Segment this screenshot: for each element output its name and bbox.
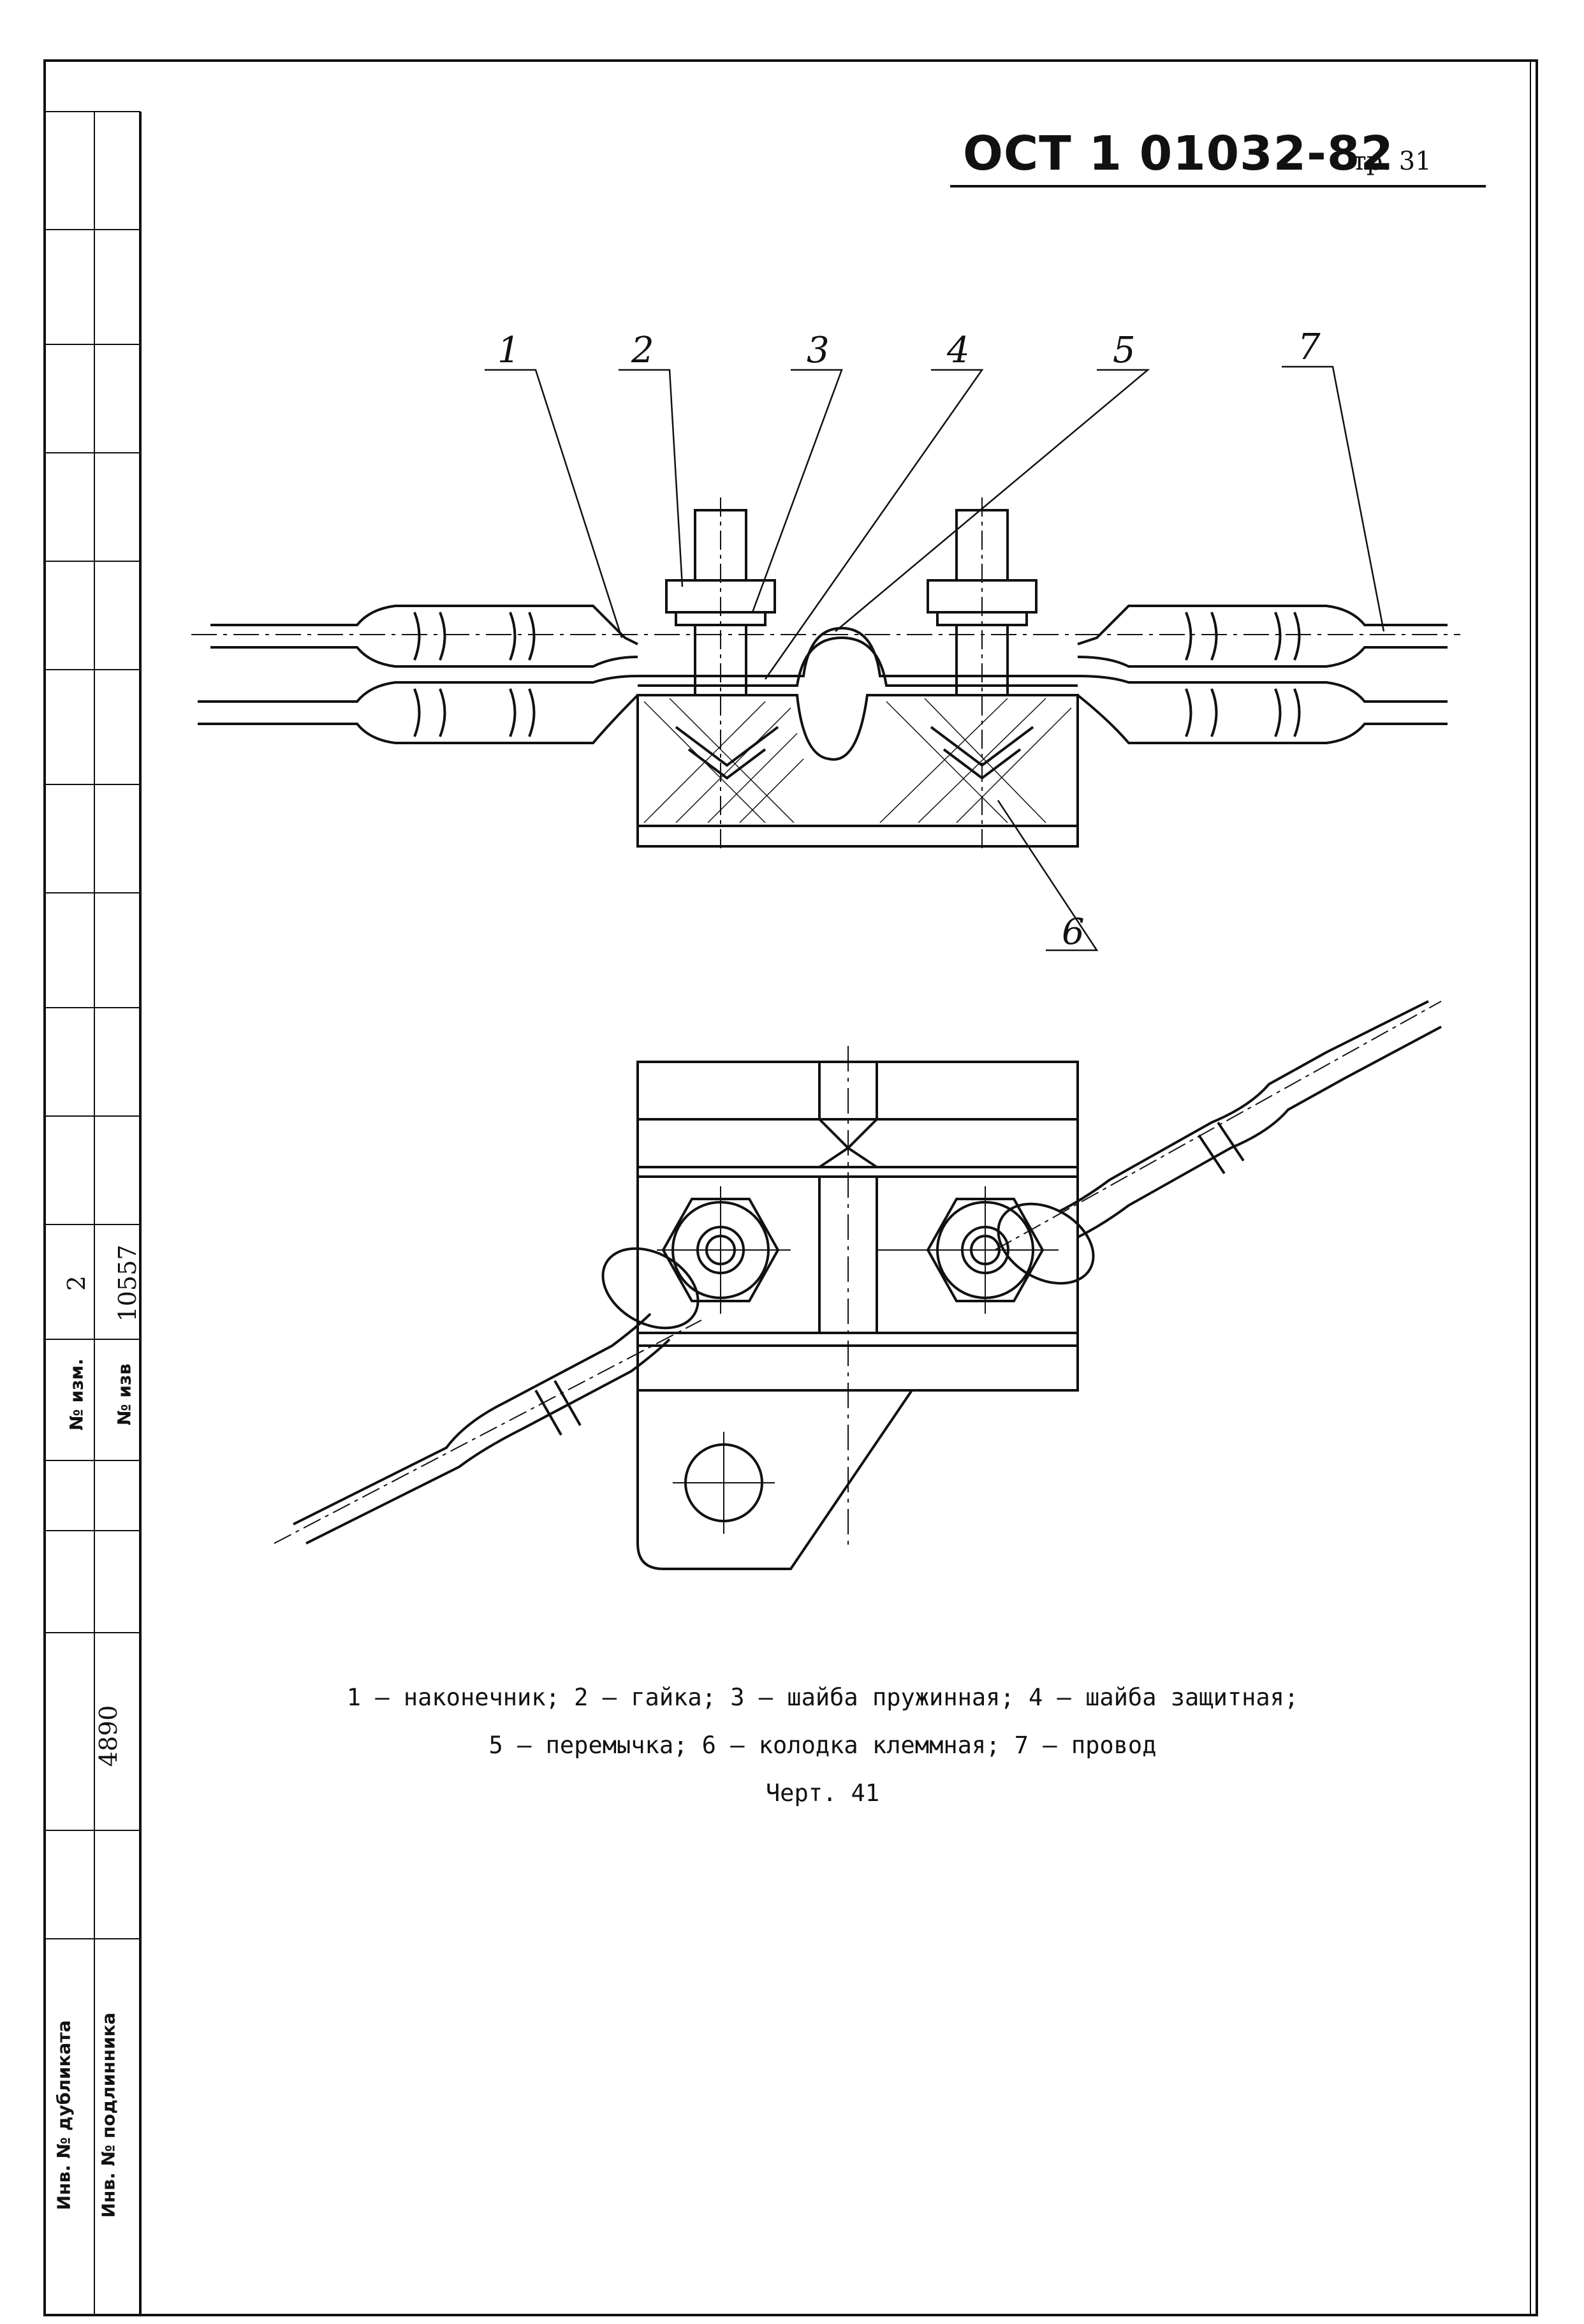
stamp-change-no-label: № изм.: [66, 1358, 87, 1430]
stamp-original-inv-value: 4890: [94, 1705, 122, 1767]
stamp-notice-no-value: 10557: [114, 1244, 142, 1322]
callout-7: 7: [1298, 327, 1321, 368]
header-underline: [950, 185, 1486, 188]
callout-1: 1: [497, 330, 520, 371]
callout-labels: 1 2 3 4 5 6 7: [497, 327, 1321, 953]
callout-6: 6: [1062, 911, 1085, 953]
stamp-notice-no-label: № изв: [114, 1363, 135, 1426]
leaders: [485, 365, 1385, 952]
stamp-original-inv-label: Инв. № подлинника: [98, 2012, 119, 2218]
wires-left: [198, 605, 639, 744]
jumper: [638, 626, 1078, 677]
legend-line-2: 5 – перемычка; 6 – колодка клеммная; 7 –…: [488, 1732, 1157, 1759]
stamp-duplicate-inv-label: Инв. № дубликата: [53, 2020, 75, 2210]
block-hatch: [643, 698, 1072, 823]
wires-right: [1076, 605, 1448, 744]
stamp-cells: [45, 229, 140, 1939]
legend-line-1: 1 – наконечник; 2 – гайка; 3 – шайба пру…: [346, 1684, 1299, 1711]
standard-code: ОСТ 1 01032-82: [963, 126, 1394, 181]
document-header: ОСТ 1 01032-82 Стр. 31: [950, 121, 1486, 191]
diagonal-wires: [274, 1000, 1442, 1545]
callout-2: 2: [631, 330, 654, 371]
plan-view: [274, 1000, 1442, 1570]
outer-frame: [43, 59, 1538, 2316]
figure-label: Черт. 41: [765, 1779, 880, 1807]
section-view: [191, 365, 1460, 952]
terminal-block: [636, 694, 1079, 827]
callout-5: 5: [1113, 330, 1136, 371]
callout-4: 4: [946, 330, 970, 371]
stamp-change-no-value: 2: [62, 1275, 91, 1291]
callout-3: 3: [807, 330, 830, 371]
page-number: Стр. 31: [1333, 147, 1432, 176]
